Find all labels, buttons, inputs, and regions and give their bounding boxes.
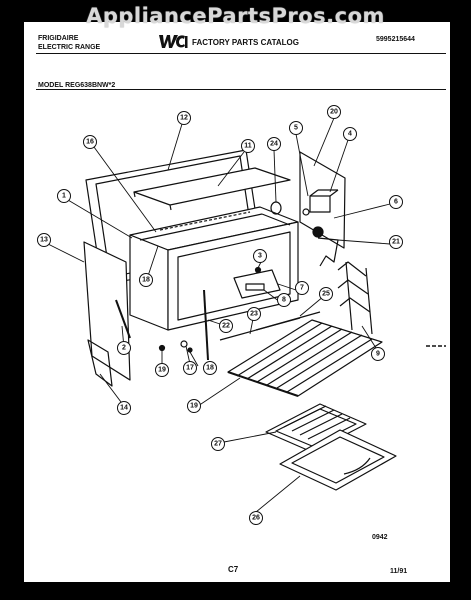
callout-label: 20	[330, 109, 338, 116]
part-trim-strip	[115, 299, 131, 339]
callout-label: 3	[258, 253, 262, 260]
callout-18-lower	[203, 361, 217, 375]
callout-label: 19	[158, 367, 166, 374]
callout-5	[289, 121, 303, 135]
callout-label: 12	[180, 115, 188, 122]
callout-19-small	[155, 363, 169, 377]
callout-7	[295, 281, 309, 295]
callout-18-upper	[139, 273, 153, 287]
callout-label: 18	[206, 365, 214, 372]
callout-9	[371, 347, 385, 361]
callout-label: 8	[282, 297, 286, 304]
wci-logo	[159, 35, 188, 48]
callout-label: 6	[394, 199, 398, 206]
callout-label: 11	[244, 143, 252, 150]
callout-2	[117, 341, 131, 355]
exploded-parts-diagram: 1 16 12 11 24 5 20 4 6 21 13 18 3 7 8 25…	[37, 105, 446, 525]
figure-number: 0942	[372, 534, 388, 541]
callout-20	[327, 105, 341, 119]
watermark: AppliancePartsPros.com	[86, 4, 385, 28]
callout-16	[83, 135, 97, 149]
callout-4	[343, 127, 357, 141]
part-screw	[254, 266, 262, 274]
callout-6	[389, 195, 403, 209]
part-right-bracket	[317, 237, 339, 267]
callout-label: 19	[190, 403, 198, 410]
callout-label: 7	[300, 285, 304, 292]
callout-24	[267, 137, 281, 151]
callout-27	[211, 437, 225, 451]
part-side-bracket	[87, 339, 113, 387]
callout-label: 1	[62, 193, 66, 200]
part-hardware-17	[180, 340, 188, 348]
part-rack-rail-rear	[255, 311, 321, 331]
callout-8	[277, 293, 291, 307]
callout-label: 14	[120, 405, 128, 412]
callout-label: 27	[214, 441, 222, 448]
callout-label: 21	[392, 239, 400, 246]
callout-label: 5	[294, 125, 298, 132]
part-side-rail	[203, 289, 209, 361]
part-left-side-panel	[83, 241, 131, 381]
callout-label: 4	[348, 131, 352, 138]
brand-name: FRIGIDAIRE	[38, 35, 79, 42]
model-number: MODEL REG638BNW*2	[38, 82, 116, 89]
callout-label: 26	[252, 515, 260, 522]
catalog-date: 11/91	[390, 568, 408, 575]
part-control-assembly	[302, 189, 339, 238]
callout-label: 13	[40, 237, 48, 244]
callout-label: 18	[142, 277, 150, 284]
part-rack-guides	[337, 261, 373, 335]
callout-22	[219, 319, 233, 333]
part-hardware-19	[158, 344, 166, 352]
callout-label: 22	[222, 323, 230, 330]
model-rule	[36, 89, 446, 90]
callout-label: 2	[122, 345, 126, 352]
callout-17	[183, 361, 197, 375]
callout-12	[177, 111, 191, 125]
part-light-socket	[270, 201, 282, 215]
callout-13	[37, 233, 51, 247]
product-type: ELECTRIC RANGE	[38, 44, 101, 51]
catalog-part-number: 5995215644	[376, 36, 415, 43]
part-broiler-insert	[265, 403, 367, 453]
callout-14	[117, 401, 131, 415]
part-hardware-18	[187, 347, 193, 353]
part-element-block	[233, 269, 281, 299]
callout-19-rack	[187, 399, 201, 413]
callout-label: 24	[270, 141, 278, 148]
leader-lines	[47, 117, 391, 513]
callout-3	[253, 249, 267, 263]
callout-label: 17	[186, 365, 194, 372]
header-rule	[36, 53, 446, 54]
callout-25	[319, 287, 333, 301]
part-broiler-pan	[279, 429, 397, 491]
callout-11	[241, 139, 255, 153]
callout-1	[57, 189, 71, 203]
callout-26	[249, 511, 263, 525]
callout-label: 25	[322, 291, 330, 298]
callout-21	[389, 235, 403, 249]
callout-label: 9	[376, 351, 380, 358]
callout-label: 16	[86, 139, 94, 146]
part-oven-rack	[227, 319, 383, 397]
page-code: C7	[228, 565, 239, 574]
part-top-panel	[133, 167, 291, 211]
catalog-title: FACTORY PARTS CATALOG	[192, 38, 299, 47]
callout-23	[247, 307, 261, 321]
part-oven-body	[129, 206, 299, 331]
callout-label: 23	[250, 311, 258, 318]
